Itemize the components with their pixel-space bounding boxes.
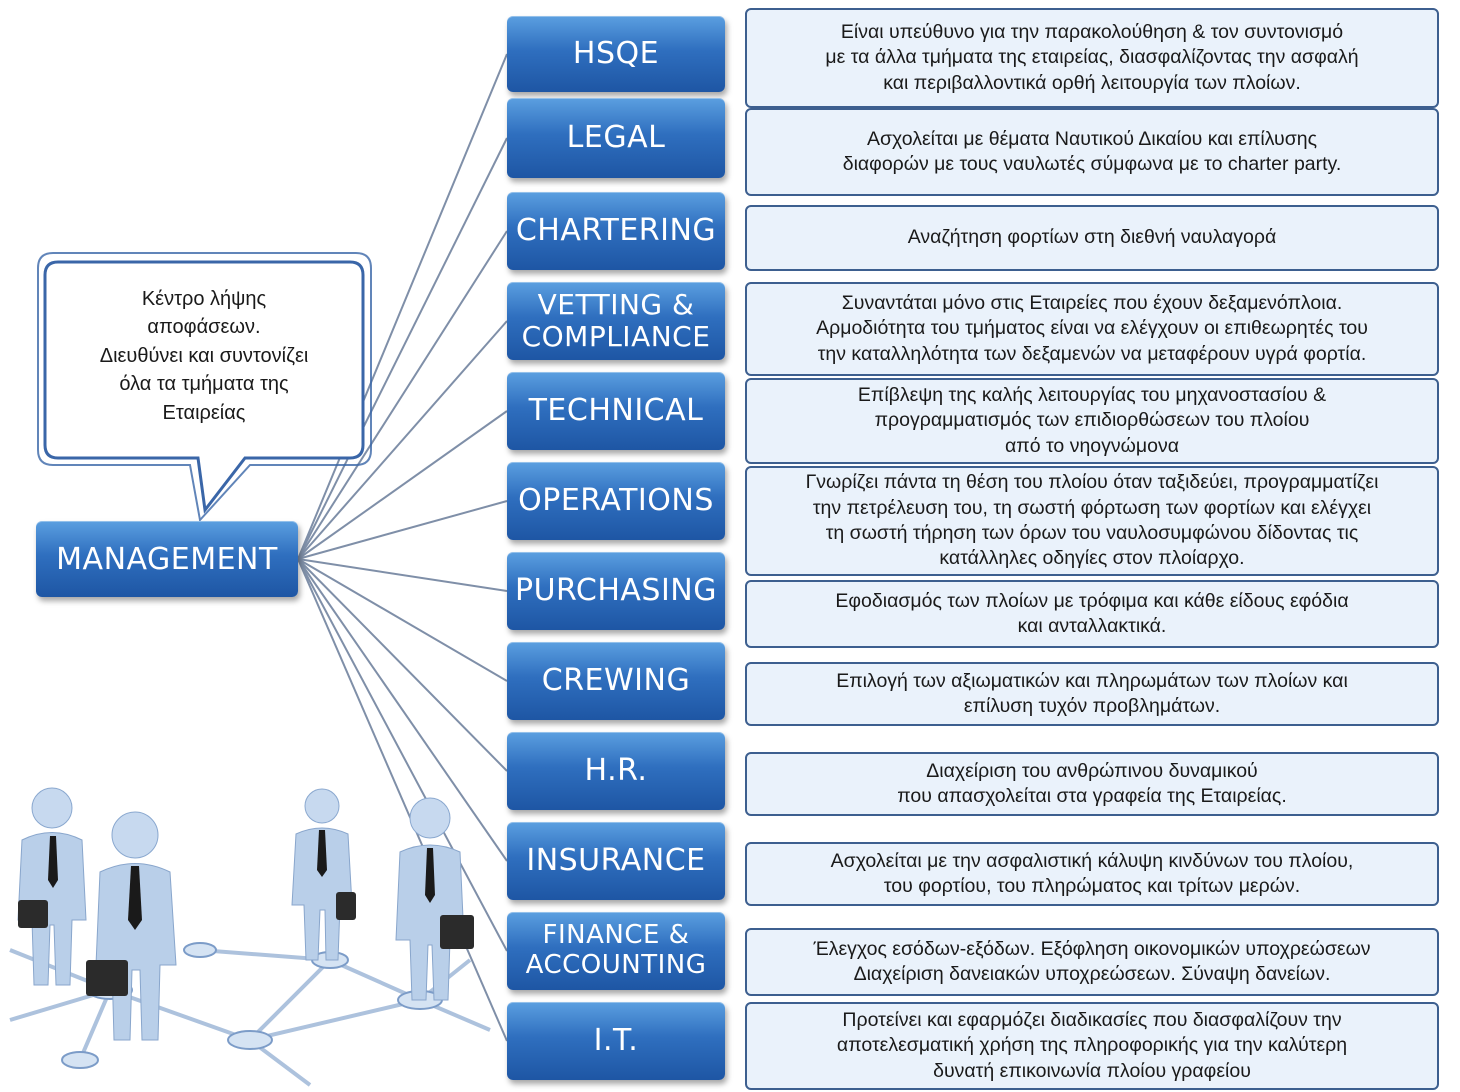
connector-line (297, 558, 508, 772)
department-description: Γνωρίζει πάντα τη θέση του πλοίου όταν τ… (745, 466, 1439, 576)
department-label: COMPLIANCE (521, 320, 711, 353)
department-box: FINANCE &ACCOUNTING (507, 912, 725, 990)
connector-line (297, 558, 508, 682)
callout-line: αποφάσεων. (147, 316, 261, 339)
callout-line: Εταιρείας (162, 401, 246, 424)
department-label: OPERATIONS (518, 482, 714, 518)
business-people-network-illustration (9, 787, 491, 1087)
department-description: Αναζήτηση φορτίων στη διεθνή ναυλαγορά (745, 205, 1439, 271)
description-line: Ασχολείται με την ασφαλιστική κάλυψη κιν… (830, 849, 1354, 872)
department-label: HSQE (572, 35, 660, 71)
department-label: TECHNICAL (528, 392, 704, 428)
connector-line (297, 137, 508, 560)
department-label: CHARTERING (515, 212, 717, 248)
department-description: Ασχολείται με την ασφαλιστική κάλυψη κιν… (745, 842, 1439, 906)
department-box: CREWING (507, 642, 725, 720)
department-box: OPERATIONS (507, 462, 725, 540)
department-description: Είναι υπεύθυνο για την παρακολούθηση & τ… (745, 8, 1439, 108)
description-line: τη σωστή τήρηση των όρων του ναυλοσυμφών… (825, 522, 1359, 544)
department-box: INSURANCE (507, 822, 725, 900)
department-box: H.R. (507, 732, 725, 810)
description-line: που απασχολείται στα γραφεία της Εταιρεί… (897, 785, 1287, 807)
department-box: PURCHASING (507, 552, 725, 630)
callout-line: Κέντρο λήψης (141, 288, 267, 310)
connector-line (297, 500, 508, 560)
description-line: την καταλληλότητα των δεξαμενών να μεταφ… (817, 342, 1367, 365)
department-description: Συναντάται μόνο στις Εταιρείες που έχουν… (745, 282, 1439, 376)
description-line: και ανταλλακτικά. (1017, 615, 1167, 637)
department-description: Ασχολείται με θέματα Ναυτικού Δικαίου κα… (745, 108, 1439, 196)
description-line: Γνωρίζει πάντα τη θέση του πλοίου όταν τ… (805, 471, 1379, 494)
connector-line (297, 558, 508, 862)
description-line: Επιλογή των αξιωματικών και πληρωμάτων τ… (836, 669, 1348, 692)
callout-line: Διευθύνει και συντονίζει (99, 344, 309, 367)
person-figure (86, 811, 177, 1041)
description-line: Προτείνει και εφαρμόζει διαδικασίες που … (842, 1008, 1342, 1031)
department-box: I.T. (507, 1002, 725, 1080)
description-line: από το νηογνώμονα (1005, 434, 1179, 457)
department-description: Επίβλεψη της καλής λειτουργίας του μηχαν… (745, 378, 1439, 464)
connector-line (297, 320, 508, 560)
department-label: LEGAL (566, 119, 666, 155)
description-line: Αναζήτηση φορτίων στη διεθνή ναυλαγορά (907, 226, 1277, 249)
department-description: Έλεγχος εσόδων-εξόδων. Εξόφληση οικονομι… (745, 928, 1439, 996)
department-label: CREWING (541, 662, 691, 698)
callout-line: όλα τα τμήματα της (119, 373, 289, 396)
department-box: TECHNICAL (507, 372, 725, 450)
department-label: VETTING & (537, 287, 695, 321)
description-line: Είναι υπεύθυνο για την παρακολούθηση & τ… (840, 20, 1344, 43)
department-label: I.T. (593, 1022, 639, 1058)
connector-line (297, 558, 508, 592)
description-line: Συναντάται μόνο στις Εταιρείες που έχουν… (841, 291, 1343, 314)
department-description: Διαχείριση του ανθρώπινου δυναμικού που α… (745, 752, 1439, 816)
department-label: PURCHASING (514, 572, 717, 608)
description-line: προγραμματισμός των επιδιορθώσεων του πλ… (874, 409, 1310, 432)
description-line: Διαχείριση δανειακών υποχρεώσεων. Σύναψη… (853, 963, 1331, 985)
description-line: Ασχολείται με θέματα Ναυτικού Δικαίου κα… (866, 127, 1317, 150)
person-figure (17, 787, 87, 986)
department-label: INSURANCE (526, 842, 706, 878)
description-line: του φορτίου, του πληρώματος και τρίτων μ… (883, 875, 1301, 897)
description-line: αποτελεσματική χρήση της πληροφορικής γι… (836, 1034, 1348, 1057)
description-line: κατάλληλες οδηγίες στον πλοίαρχο. (939, 547, 1245, 570)
department-box: VETTING &COMPLIANCE (507, 282, 725, 360)
description-line: με τα άλλα τμήματα της εταιρείας, διασφα… (825, 46, 1359, 69)
description-line: επίλυση τυχόν προβλημάτων. (963, 695, 1221, 717)
callout-text: Κέντρο λήψης αποφάσεων. Διευθύνει και συ… (60, 285, 348, 427)
connector-line (297, 53, 508, 560)
description-line: διαφορών με τους ναυλωτές σύμφωνα με το … (842, 153, 1342, 175)
connector-line (297, 558, 508, 1042)
department-description: Εφοδιασμός των πλοίων με τρόφιμα και κάθ… (745, 580, 1439, 648)
callout-bubble (37, 252, 372, 523)
description-line: Επίβλεψη της καλής λειτουργίας του μηχαν… (857, 383, 1327, 406)
description-line: Διαχείριση του ανθρώπινου δυναμικού (926, 759, 1258, 782)
description-line: δυνατή επικοινωνία πλοίου γραφείου (933, 1059, 1251, 1082)
description-line: και περιβαλλοντικά ορθή λειτουργία των π… (883, 71, 1301, 94)
connector-line (297, 410, 508, 560)
department-description: Προτείνει και εφαρμόζει διαδικασίες που … (745, 1002, 1439, 1090)
department-label: H.R. (584, 752, 648, 788)
description-line: Αρμοδιότητα του τμήματος είναι να ελέγχο… (816, 317, 1368, 340)
description-line: την πετρέλευση του, τη σωστή φόρτωση των… (812, 496, 1372, 519)
connector-line (297, 230, 508, 560)
description-line: Έλεγχος εσόδων-εξόδων. Εξόφληση οικονομι… (813, 937, 1371, 960)
person-figure (395, 797, 474, 1001)
description-line: Εφοδιασμός των πλοίων με τρόφιμα και κάθ… (835, 589, 1349, 612)
department-box: LEGAL (507, 98, 725, 178)
department-box: HSQE (507, 16, 725, 92)
department-label: ACCOUNTING (525, 950, 707, 980)
department-description: Επιλογή των αξιωματικών και πληρωμάτων τ… (745, 662, 1439, 726)
connector-line (297, 558, 508, 952)
management-box: MANAGEMENT (36, 521, 298, 597)
department-label: FINANCE & (542, 920, 690, 951)
department-box: CHARTERING (507, 192, 725, 270)
person-figure (291, 788, 356, 961)
